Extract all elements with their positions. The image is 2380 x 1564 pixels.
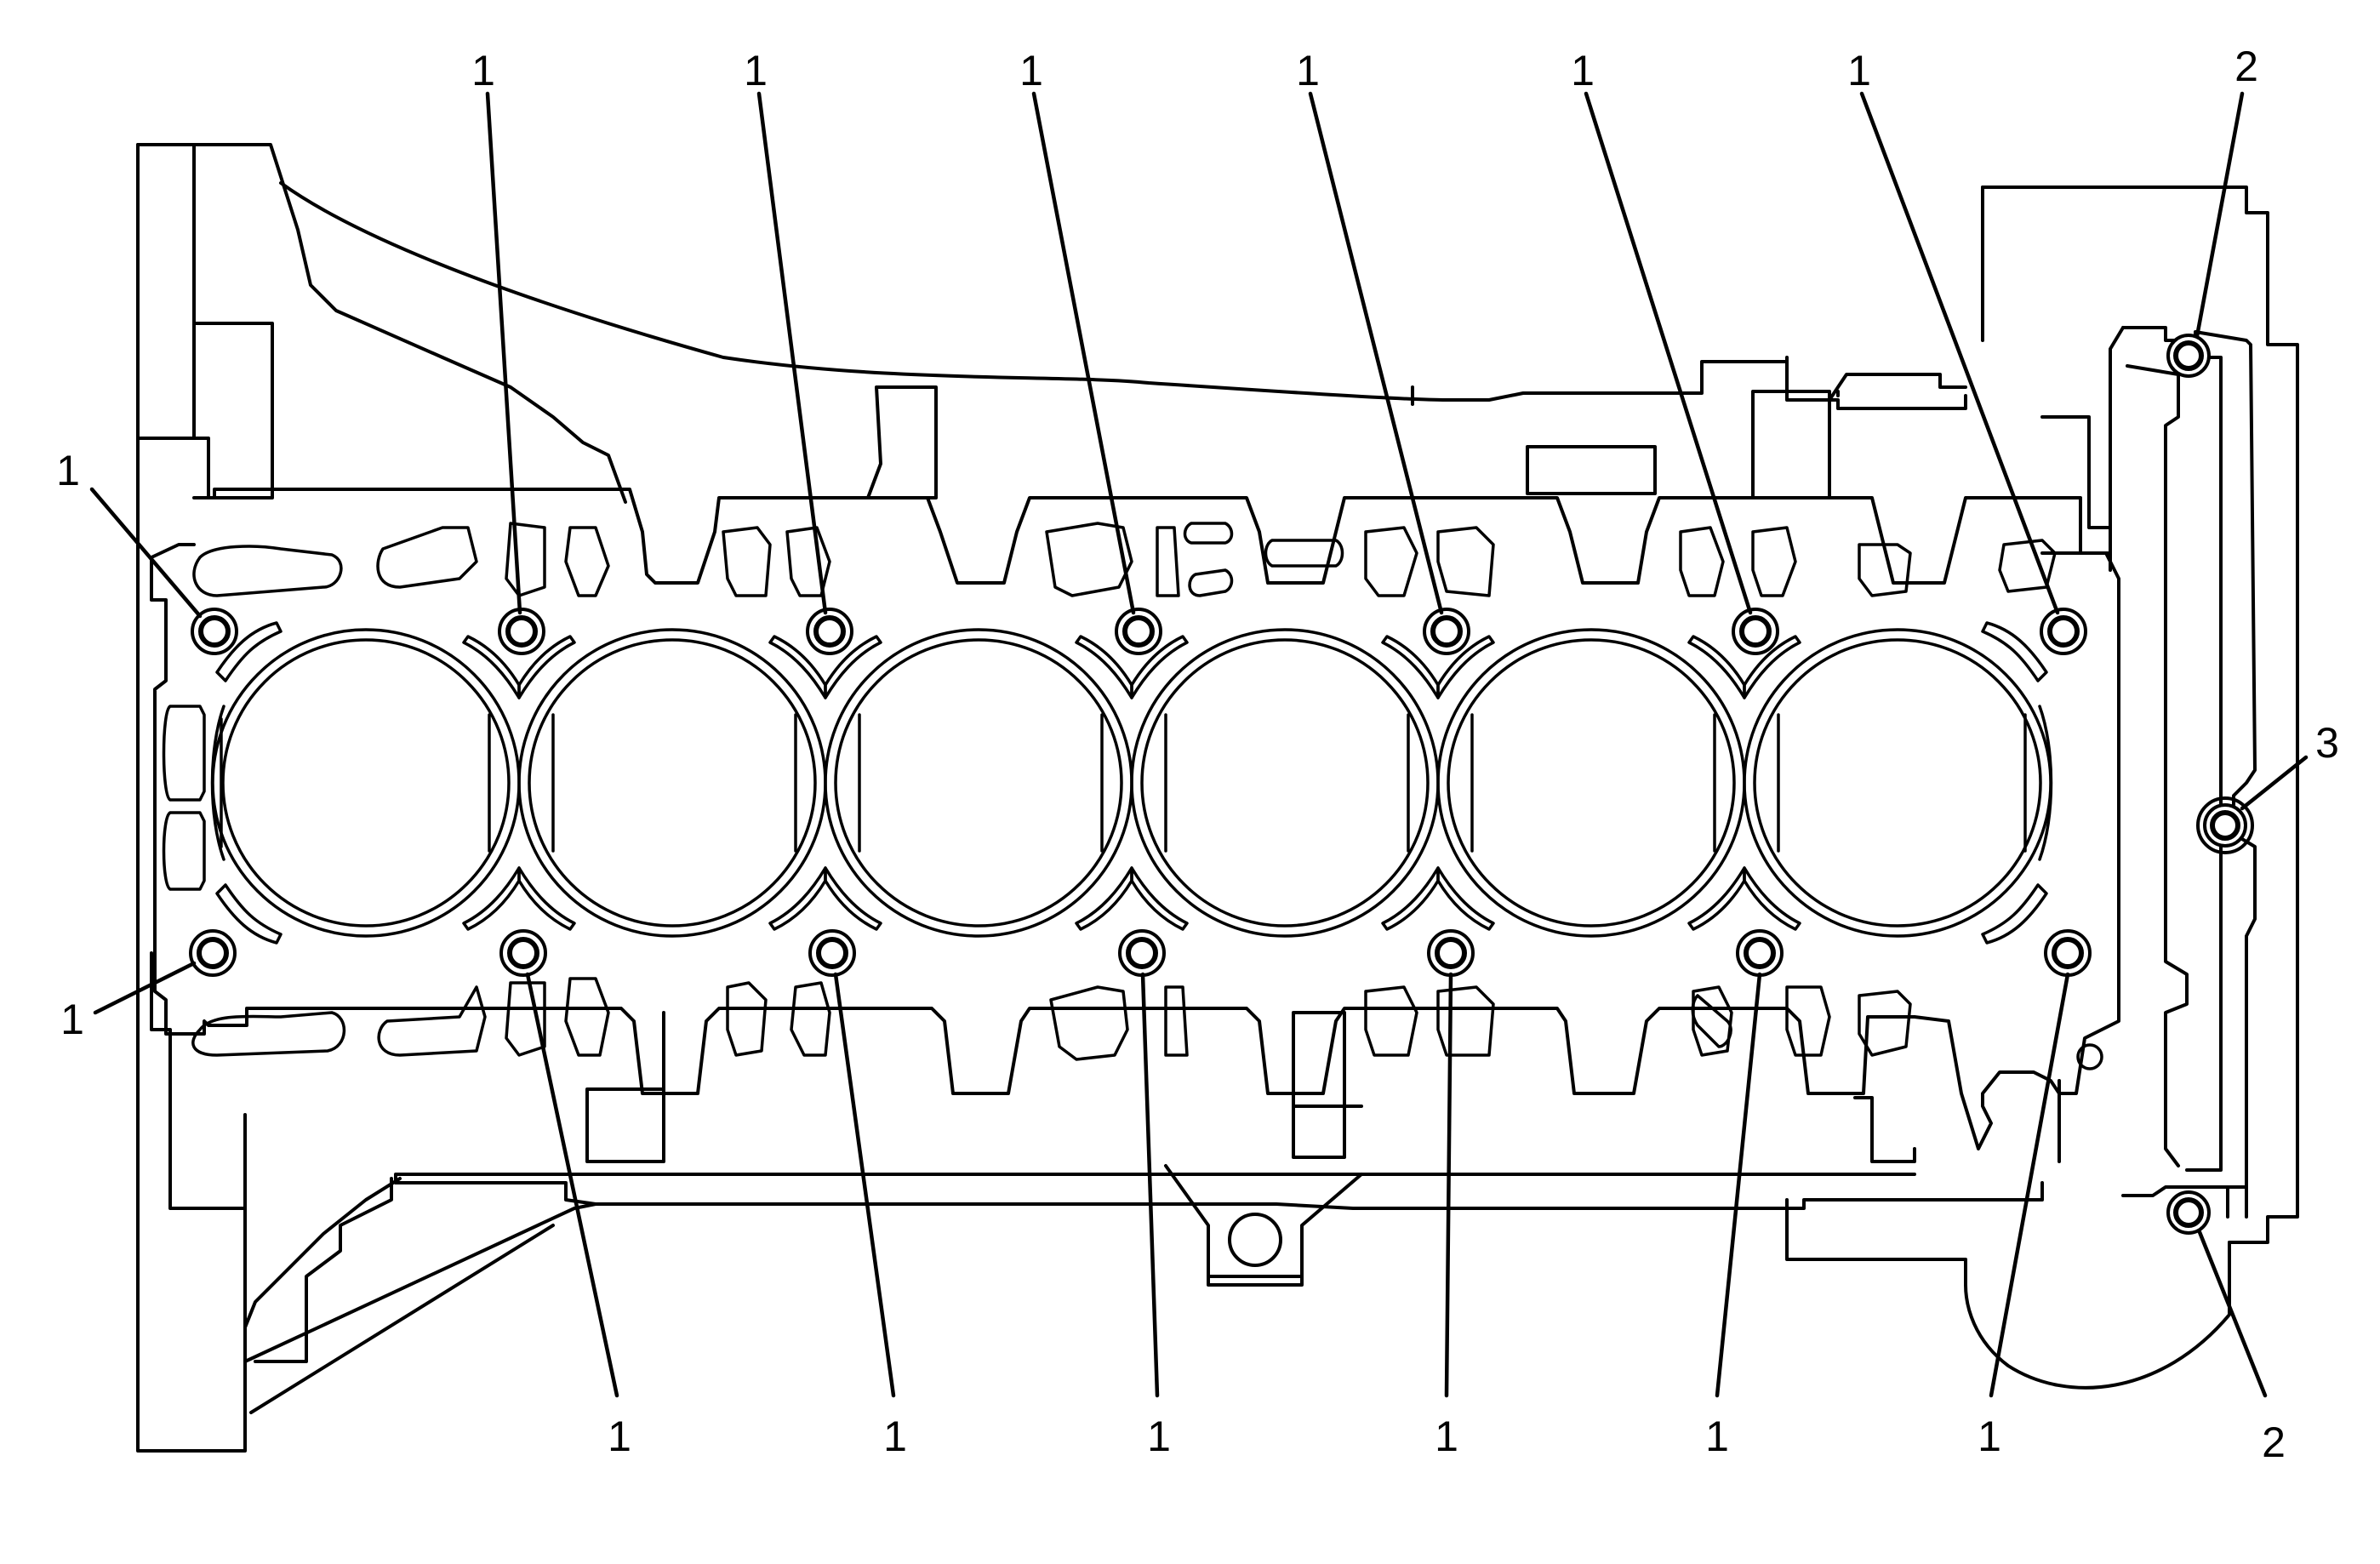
leader-bottom-5 <box>1715 972 1762 1398</box>
callout-right-middle: 3 <box>2315 719 2339 767</box>
leader-left-lower <box>93 961 197 1015</box>
bolt-hole-top-1 <box>191 608 238 655</box>
leader-top-1 <box>485 91 522 615</box>
bolt-hole-top-5 <box>1423 608 1470 655</box>
gasket-deck-outline <box>150 326 2257 1197</box>
leader-bottom-4 <box>1444 972 1453 1398</box>
cylinder-bores <box>210 628 2053 938</box>
bolt-hole-top-3 <box>806 608 853 655</box>
callout-left-lower: 1 <box>60 996 84 1043</box>
bolt-hole-right-top <box>2166 334 2211 378</box>
bolt-hole-bottom-4 <box>1118 929 1166 977</box>
leader-top-6 <box>1859 91 2060 615</box>
engine-block-outline <box>136 143 2299 1453</box>
coolant-passages <box>162 522 2057 1061</box>
leader-bottom-6 <box>1989 972 2070 1398</box>
leader-top-3 <box>1031 91 1136 615</box>
leader-bottom-2 <box>833 972 896 1398</box>
callout-bottom-6: 1 <box>1978 1413 2001 1460</box>
bolt-hole-bottom-3 <box>808 929 856 977</box>
callout-top-3: 1 <box>1019 47 1043 94</box>
callout-top-2: 1 <box>744 47 768 94</box>
bolt-hole-top-2 <box>498 608 545 655</box>
callout-labels: 1 1 1 1 1 1 1 1 1 1 1 1 1 1 2 3 2 <box>56 43 2339 1466</box>
callout-bottom-4: 1 <box>1435 1413 1458 1460</box>
leader-top-4 <box>1308 91 1444 615</box>
callout-right-bottom: 2 <box>2262 1418 2286 1466</box>
leader-top-5 <box>1584 91 1753 615</box>
bolt-hole-bottom-5 <box>1427 929 1475 977</box>
leader-bottom-1 <box>525 972 619 1398</box>
leader-right-top <box>2195 91 2245 339</box>
sealing-ribs <box>215 621 2048 945</box>
callout-left-upper: 1 <box>56 447 80 494</box>
callout-top-4: 1 <box>1296 47 1320 94</box>
callout-bottom-2: 1 <box>883 1413 907 1460</box>
leader-right-bottom <box>2197 1230 2268 1398</box>
head-bolt-holes <box>189 334 2247 1235</box>
bolt-hole-top-7 <box>2040 608 2087 655</box>
leader-top-2 <box>756 91 828 615</box>
callout-top-6: 1 <box>1847 47 1871 94</box>
bolt-hole-right-middle <box>2203 803 2247 848</box>
leader-lines <box>89 91 2309 1398</box>
callout-top-1: 1 <box>471 47 495 94</box>
callout-right-top: 2 <box>2234 43 2258 90</box>
callout-top-5: 1 <box>1571 47 1595 94</box>
bolt-hole-bottom-6 <box>1736 929 1784 977</box>
bolt-hole-right-bottom <box>2166 1190 2211 1235</box>
bolt-hole-bottom-7 <box>2044 929 2092 977</box>
callout-bottom-1: 1 <box>608 1413 631 1460</box>
bolt-hole-top-4 <box>1115 608 1162 655</box>
leader-right-middle <box>2240 755 2309 811</box>
leader-bottom-3 <box>1140 972 1160 1398</box>
bolt-hole-bottom-2 <box>499 929 547 977</box>
leader-left-upper <box>89 487 203 619</box>
callout-bottom-3: 1 <box>1147 1413 1171 1460</box>
bolt-hole-bottom-1 <box>189 929 237 977</box>
callout-bottom-5: 1 <box>1705 1413 1729 1460</box>
bolt-hole-top-6 <box>1732 608 1779 655</box>
